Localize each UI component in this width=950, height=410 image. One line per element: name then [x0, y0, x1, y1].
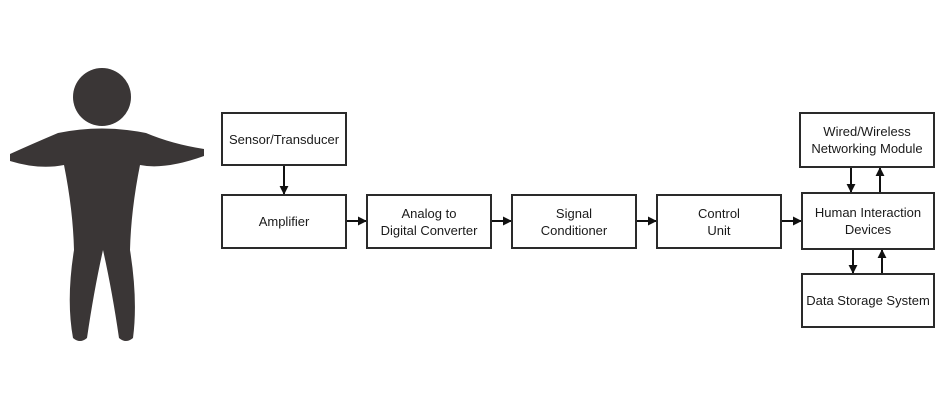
adc-block: Analog to Digital Converter [366, 194, 492, 249]
human-interaction-devices-block: Human Interaction Devices [801, 192, 935, 250]
control-unit-block: Control Unit [656, 194, 782, 249]
networking-module-block: Wired/Wireless Networking Module [799, 112, 935, 168]
person-silhouette-icon [10, 68, 204, 341]
signal-conditioner-block: Signal Conditioner [511, 194, 637, 249]
sensor-transducer-block: Sensor/Transducer [221, 112, 347, 166]
amplifier-block: Amplifier [221, 194, 347, 249]
data-storage-system-block: Data Storage System [801, 273, 935, 328]
